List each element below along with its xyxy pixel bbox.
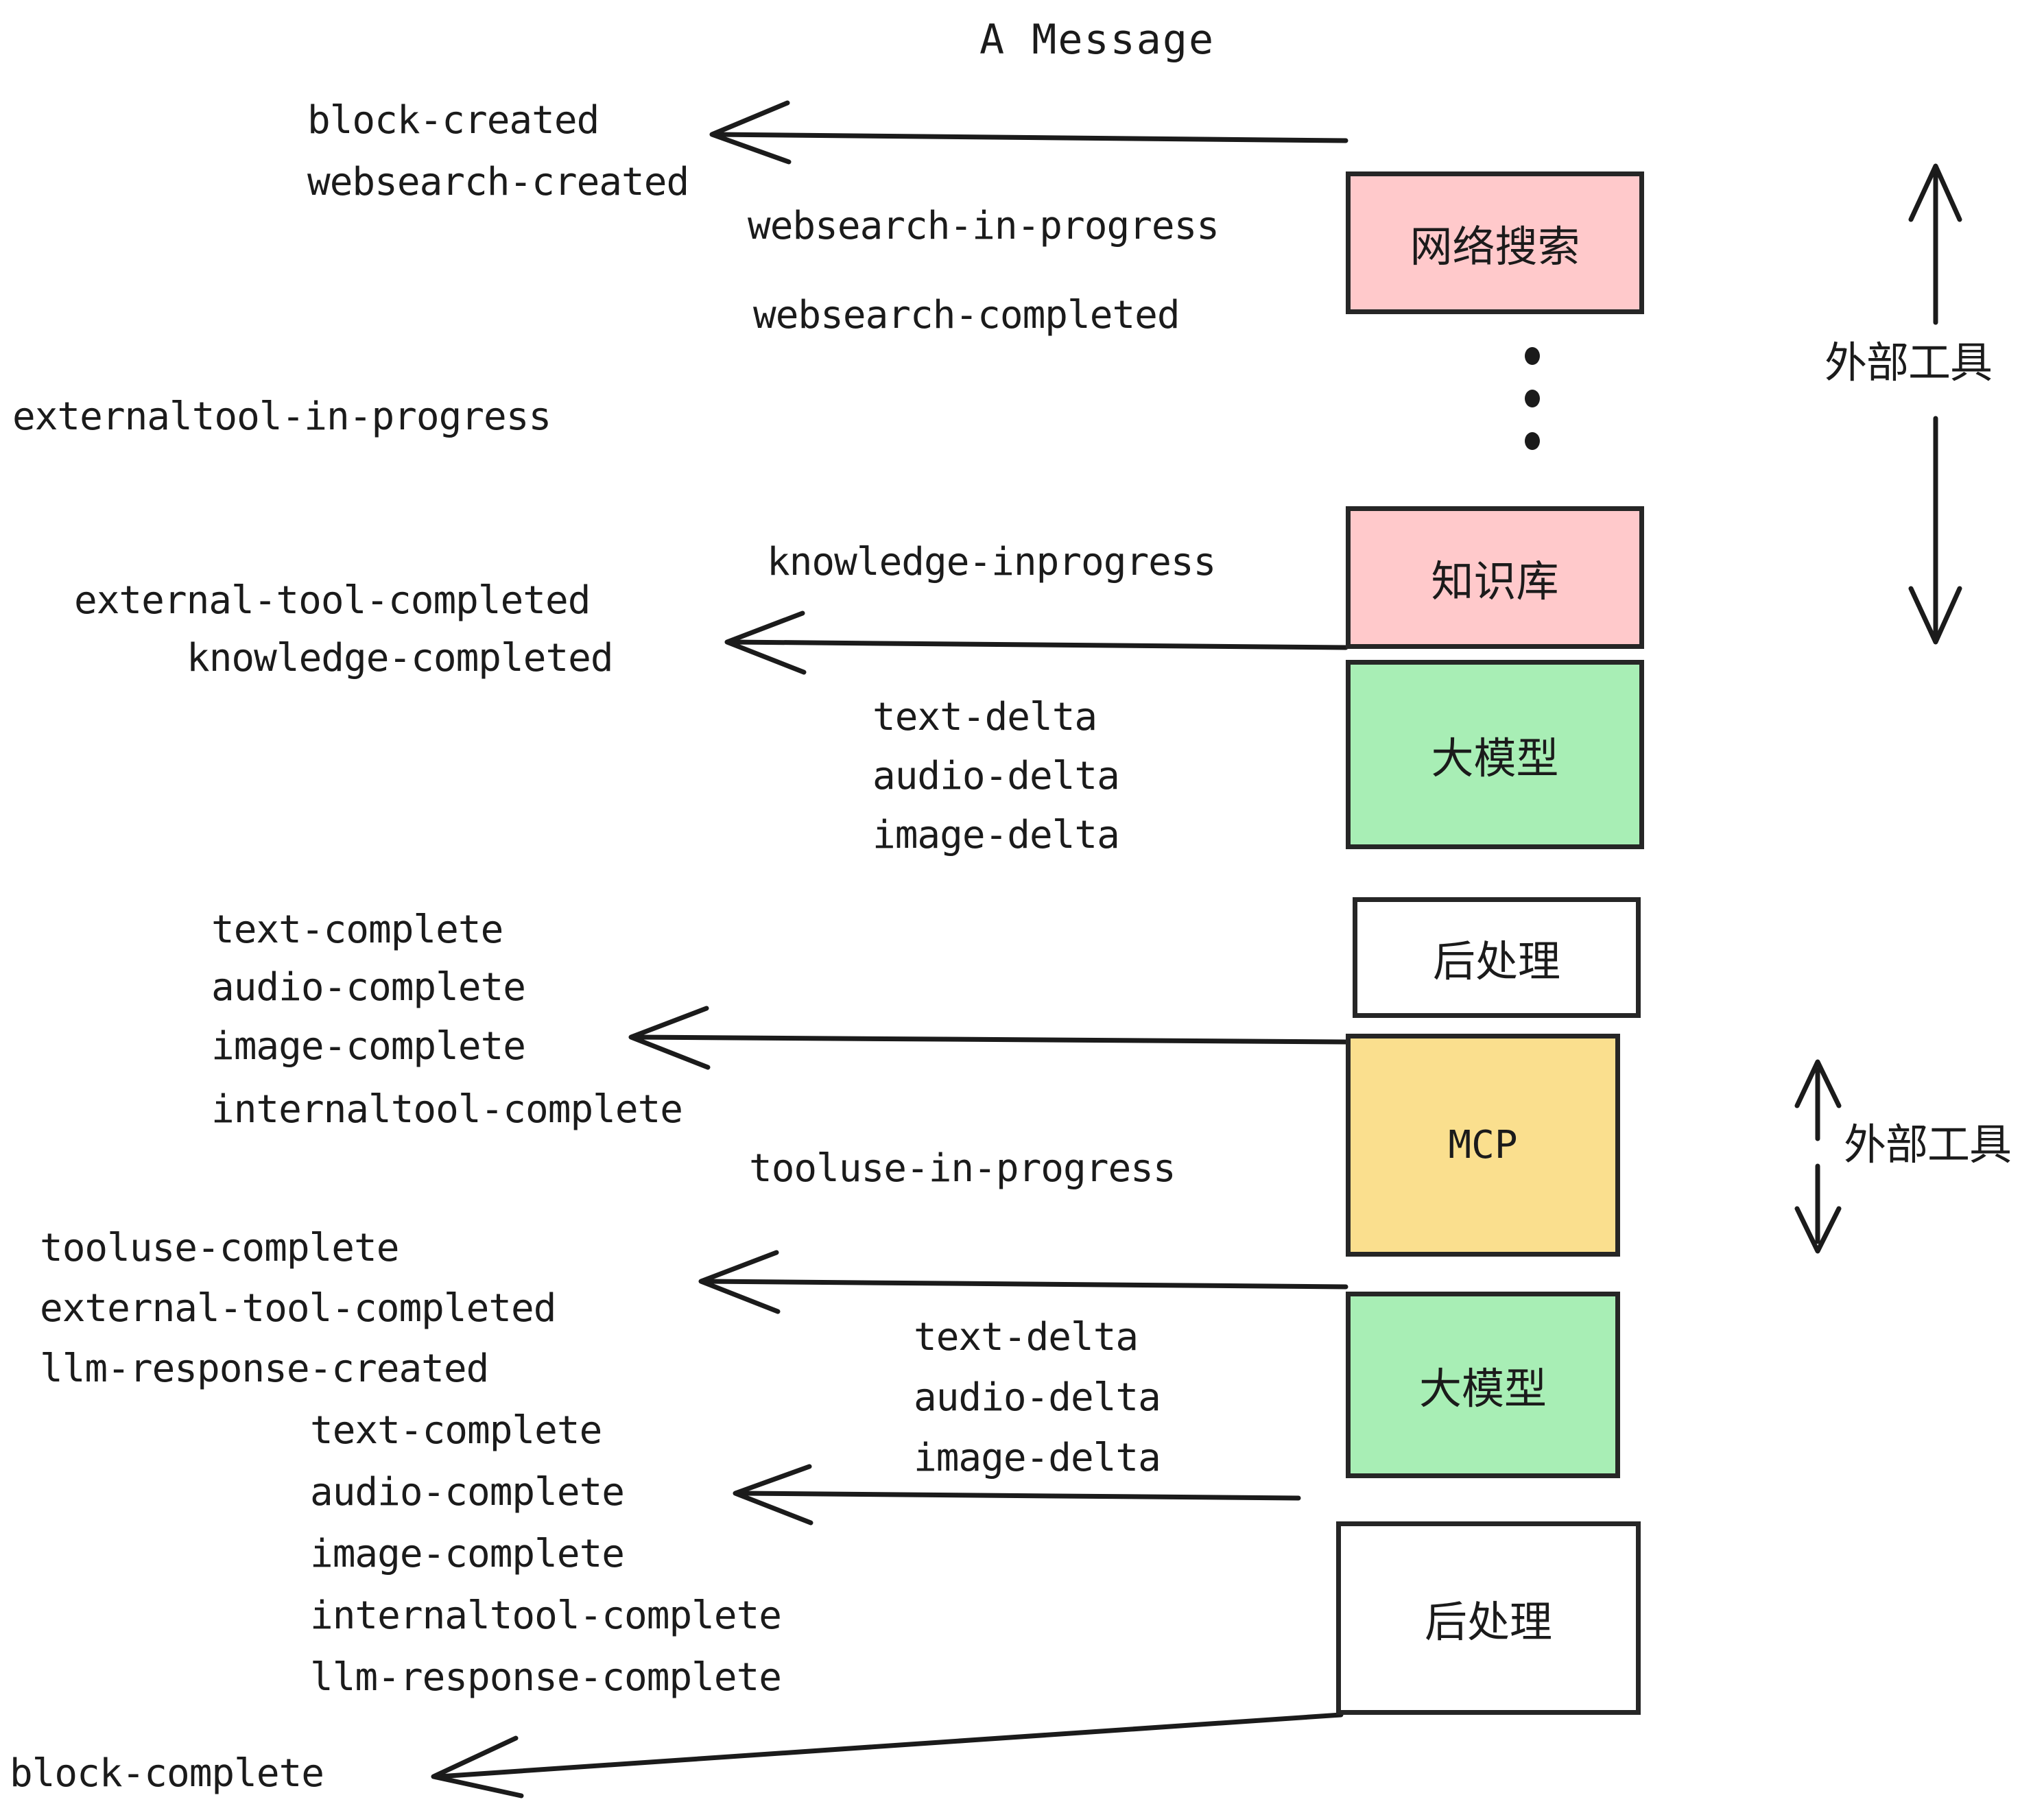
event-internaltool-complete-2: internaltool-complete — [310, 1593, 782, 1638]
event-externaltool-in-progress: externaltool-in-progress — [12, 394, 551, 439]
event-external-tool-completed-1: external-tool-completed — [74, 578, 591, 623]
event-websearch-in-progress: websearch-in-progress — [748, 204, 1220, 248]
node-websearch[interactable]: 网络搜索 — [1346, 171, 1644, 314]
node-knowledge[interactable]: 知识库 — [1346, 506, 1644, 649]
event-text-delta-2: text-delta — [914, 1315, 1139, 1360]
event-audio-complete-1: audio-complete — [211, 965, 526, 1010]
event-knowledge-completed: knowledge-completed — [187, 636, 614, 680]
event-audio-delta-1: audio-delta — [872, 754, 1120, 798]
event-text-complete-1: text-complete — [211, 907, 503, 952]
page-title: A Message — [979, 16, 1215, 64]
event-text-complete-2: text-complete — [310, 1408, 602, 1453]
event-internaltool-complete-1: internaltool-complete — [211, 1087, 683, 1132]
arrow-mcp-to-tooluse-complete — [698, 1250, 1348, 1314]
node-postprocess-2-label: 后处理 — [1424, 1597, 1552, 1647]
event-websearch-created: websearch-created — [307, 160, 689, 204]
event-image-delta-2: image-delta — [914, 1436, 1161, 1480]
node-mcp[interactable]: MCP — [1346, 1034, 1620, 1257]
arrow-knowledge-to-completed — [724, 610, 1348, 675]
event-image-delta-1: image-delta — [872, 813, 1120, 857]
event-audio-complete-2: audio-complete — [310, 1470, 625, 1515]
node-postprocess-2[interactable]: 后处理 — [1336, 1521, 1641, 1715]
event-image-complete-1: image-complete — [211, 1024, 526, 1069]
node-llm-2-label: 大模型 — [1418, 1364, 1547, 1414]
event-image-complete-2: image-complete — [310, 1532, 625, 1576]
event-audio-delta-2: audio-delta — [914, 1375, 1161, 1420]
node-llm-1-label: 大模型 — [1431, 733, 1559, 783]
label-external-tools-bottom: 外部工具 — [1844, 1119, 2012, 1170]
node-llm-2[interactable]: 大模型 — [1346, 1292, 1620, 1478]
event-block-complete: block-complete — [10, 1751, 324, 1796]
event-external-tool-completed-2: external-tool-completed — [40, 1286, 556, 1331]
event-block-created: block-created — [307, 98, 599, 143]
label-external-tools-top: 外部工具 — [1825, 337, 1993, 388]
node-knowledge-label: 知识库 — [1431, 556, 1559, 606]
event-text-delta-1: text-delta — [872, 695, 1097, 739]
arrow-llm1-to-image-complete — [628, 1006, 1348, 1070]
event-knowledge-inprogress: knowledge-inprogress — [767, 540, 1216, 584]
event-llm-response-complete: llm-response-complete — [310, 1655, 782, 1700]
node-llm-1[interactable]: 大模型 — [1346, 660, 1644, 849]
bracket-external-tools-bottom — [1794, 1059, 1842, 1254]
node-mcp-label: MCP — [1448, 1123, 1518, 1167]
node-postprocess-1[interactable]: 后处理 — [1353, 897, 1641, 1018]
event-websearch-completed: websearch-completed — [753, 293, 1180, 337]
bracket-external-tools-top — [1908, 163, 1962, 645]
node-websearch-label: 网络搜索 — [1410, 222, 1580, 272]
arrow-postproc2-to-block-complete — [431, 1712, 1344, 1799]
event-llm-response-created: llm-response-created — [40, 1346, 489, 1391]
arrow-websearch-to-block-created — [709, 100, 1348, 165]
event-tooluse-complete: tooluse-complete — [40, 1226, 399, 1270]
event-tooluse-in-progress: tooluse-in-progress — [749, 1146, 1176, 1191]
node-postprocess-1-label: 后处理 — [1432, 936, 1560, 986]
ellipsis-dots — [1524, 347, 1541, 450]
